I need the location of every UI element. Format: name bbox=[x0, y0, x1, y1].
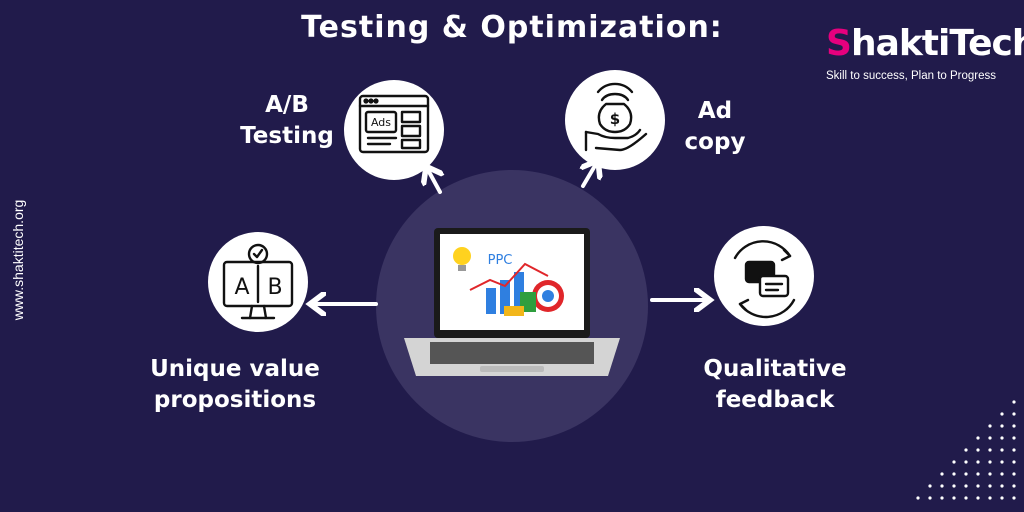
decor-dot bbox=[1000, 412, 1004, 416]
arrow-to-ad-copy bbox=[583, 164, 596, 188]
decor-dot bbox=[1012, 460, 1016, 464]
decor-dot bbox=[964, 448, 968, 452]
decor-dot bbox=[988, 484, 992, 488]
decor-dot bbox=[1000, 424, 1004, 428]
logo-wordmark: ShaktiTech bbox=[826, 23, 1024, 64]
decor-dot bbox=[1012, 496, 1016, 500]
decor-dot bbox=[940, 496, 944, 500]
decor-dot bbox=[1000, 496, 1004, 500]
decor-dot bbox=[940, 484, 944, 488]
a-icon-text: A bbox=[234, 275, 249, 300]
decor-dot bbox=[964, 496, 968, 500]
decor-dot bbox=[976, 436, 980, 440]
decor-dot bbox=[988, 424, 992, 428]
dollar-icon-text: $ bbox=[610, 110, 620, 128]
arrow-to-ab-testing bbox=[428, 170, 440, 194]
decor-dot bbox=[1012, 436, 1016, 440]
money-bag-hand-icon bbox=[584, 82, 648, 152]
decor-dot bbox=[964, 460, 968, 464]
decor-dot bbox=[916, 496, 920, 500]
decor-dot bbox=[928, 484, 932, 488]
decor-dot bbox=[976, 460, 980, 464]
decor-dot bbox=[988, 436, 992, 440]
decor-dot bbox=[1012, 484, 1016, 488]
decor-dot bbox=[1012, 400, 1016, 404]
dot-pattern bbox=[916, 400, 1016, 500]
decor-dot bbox=[1000, 448, 1004, 452]
decor-dot bbox=[976, 496, 980, 500]
decor-dot bbox=[964, 484, 968, 488]
ab-monitor-icon bbox=[222, 243, 294, 320]
decor-dot bbox=[928, 496, 932, 500]
b-icon-text: B bbox=[267, 275, 282, 300]
decor-dot bbox=[988, 448, 992, 452]
decor-dot bbox=[964, 472, 968, 476]
laptop-ppc-icon bbox=[404, 228, 620, 376]
decor-dot bbox=[988, 496, 992, 500]
decor-dot bbox=[988, 460, 992, 464]
decor-dot bbox=[976, 484, 980, 488]
decor-dot bbox=[1012, 412, 1016, 416]
logo-tagline: Skill to success, Plan to Progress bbox=[826, 70, 997, 82]
decor-dot bbox=[1012, 424, 1016, 428]
decor-dot bbox=[952, 496, 956, 500]
page-title: Testing & Optimization: bbox=[301, 10, 723, 45]
decor-dot bbox=[940, 472, 944, 476]
decor-dot bbox=[1000, 460, 1004, 464]
decor-dot bbox=[1000, 472, 1004, 476]
decor-dot bbox=[1000, 484, 1004, 488]
decor-dot bbox=[952, 484, 956, 488]
decor-dot bbox=[976, 472, 980, 476]
decor-dot bbox=[952, 472, 956, 476]
decor-dot bbox=[976, 448, 980, 452]
decor-dot bbox=[988, 472, 992, 476]
decor-dot bbox=[1012, 448, 1016, 452]
chat-cycle-icon bbox=[733, 240, 796, 319]
decor-dot bbox=[1000, 436, 1004, 440]
decor-dot bbox=[952, 460, 956, 464]
ad-copy-circle bbox=[565, 70, 665, 170]
ads-icon-text: Ads bbox=[371, 116, 391, 129]
ppc-icon-text: PPC bbox=[488, 253, 513, 268]
decor-dot bbox=[1012, 472, 1016, 476]
browser-ads-icon bbox=[358, 94, 430, 154]
brand-logo: ShaktiTech Skill to success, Plan to Pro… bbox=[826, 22, 1024, 92]
